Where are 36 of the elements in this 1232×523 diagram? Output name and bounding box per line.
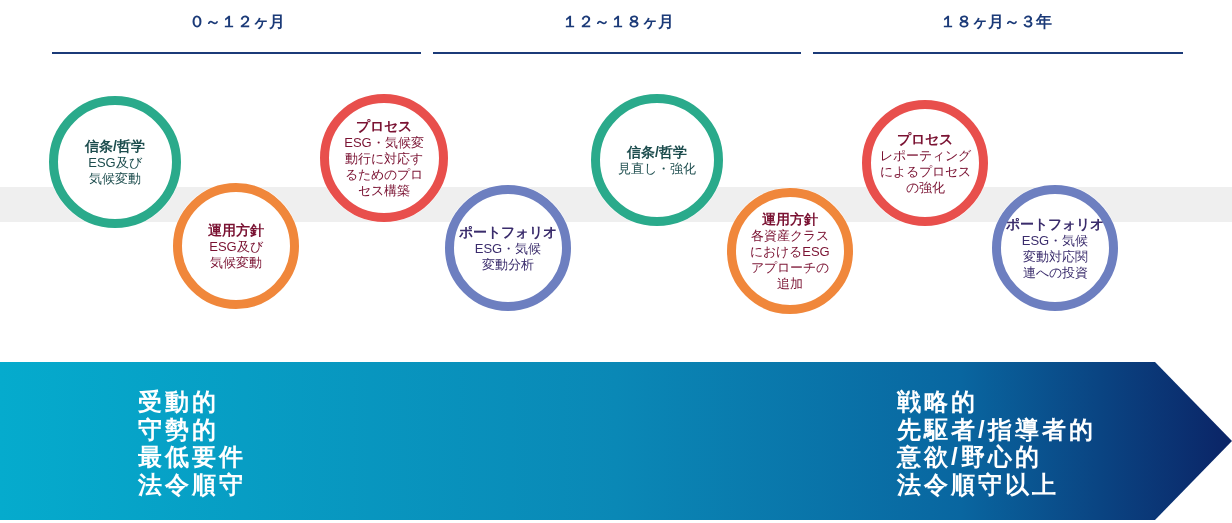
stage-circle: [591, 94, 723, 226]
stage-circle: [173, 183, 299, 309]
progress-arrow: [0, 362, 1232, 520]
period-label: １８ヶ月～３年: [940, 12, 1052, 32]
circle-text: ESG及び気候変動: [208, 238, 264, 271]
circle-text: 見直し・強化: [618, 160, 696, 177]
stage-trait: 最低要件: [138, 443, 246, 470]
circle-text: 各資産クラスにおけるESGアプローチの追加: [749, 227, 831, 292]
stage-circle: [992, 185, 1118, 311]
circle-text: ESG・気候変動分析: [473, 240, 543, 273]
circle-text: レポーティングによるプロセスの強化: [878, 147, 972, 196]
stage-trait: 受動的: [138, 388, 219, 415]
stage-trait: 意欲/野心的: [897, 443, 1042, 470]
circle-heading: 信条/哲学: [627, 143, 687, 161]
circle-heading: プロセス: [897, 130, 953, 148]
stage-circle: [49, 96, 181, 228]
circle-heading: 運用方針: [762, 210, 818, 228]
stage-trait: 法令順守以上: [897, 470, 1059, 498]
circle-heading: 信条/哲学: [85, 137, 145, 155]
stage-circle: [727, 188, 853, 314]
stage-circle: [862, 100, 988, 226]
stage-trait: 戦略的: [897, 388, 978, 415]
circle-text: ESG・気候変動行に対応するためのプロセス構築: [343, 134, 425, 199]
circle-heading: プロセス: [356, 117, 412, 135]
period-label: ０～１２ヶ月: [189, 12, 285, 32]
stage-circle: [445, 185, 571, 311]
circle-heading: 運用方針: [208, 221, 264, 239]
stage-trait: 守勢的: [138, 415, 219, 443]
stage-trait: 法令順守: [138, 470, 246, 498]
circle-heading: ポートフォリオ: [459, 223, 557, 241]
stage-trait: 先駆者/指導者的: [897, 415, 1096, 443]
circle-text: ESG及び気候変動: [87, 154, 143, 187]
circle-heading: ポートフォリオ: [1006, 215, 1104, 233]
period-label: １２～１８ヶ月: [562, 12, 674, 32]
circle-text: ESG・気候変動対応関連への投資: [1020, 232, 1090, 281]
stage-circle: [320, 94, 448, 222]
